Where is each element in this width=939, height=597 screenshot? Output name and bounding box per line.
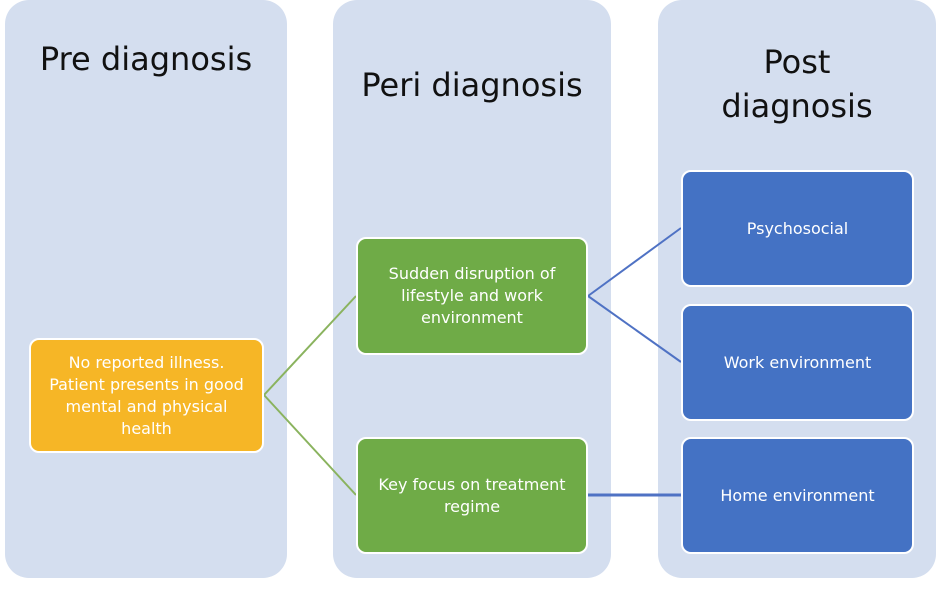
node-sudden-disruption-text: Sudden disruption of lifestyle and work … <box>388 264 556 327</box>
node-work-environment-text: Work environment <box>723 352 872 372</box>
node-psychosocial: Psychosocial <box>681 170 914 287</box>
column-title-post: Post diagnosis <box>721 43 873 125</box>
node-home-environment: Home environment <box>681 437 914 554</box>
node-no-reported-illness-text: No reported illness. Patient presents in… <box>49 352 244 438</box>
node-no-reported-illness: No reported illness. Patient presents in… <box>29 338 264 453</box>
column-pre-diagnosis: Pre diagnosis <box>5 0 287 578</box>
node-treatment-regime-text: Key focus on treatment regime <box>378 474 566 516</box>
column-title-pre: Pre diagnosis <box>39 40 253 78</box>
node-treatment-regime: Key focus on treatment regime <box>356 437 588 554</box>
node-work-environment: Work environment <box>681 304 914 421</box>
node-sudden-disruption: Sudden disruption of lifestyle and work … <box>356 237 588 355</box>
node-home-environment-text: Home environment <box>720 485 875 505</box>
node-psychosocial-text: Psychosocial <box>746 218 849 238</box>
column-title-peri: Peri diagnosis <box>361 66 583 104</box>
